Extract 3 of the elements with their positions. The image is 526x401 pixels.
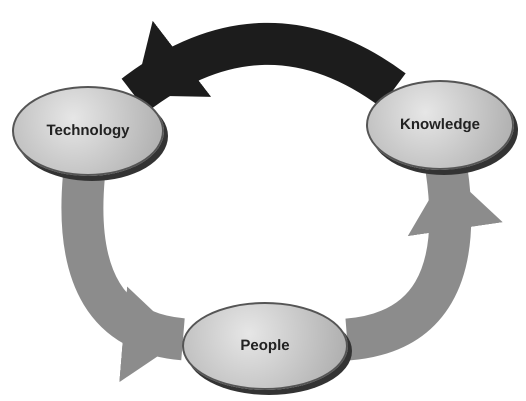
node-label: People xyxy=(240,336,290,356)
node-label: Knowledge xyxy=(400,114,480,135)
node-label: Technology xyxy=(46,120,130,141)
